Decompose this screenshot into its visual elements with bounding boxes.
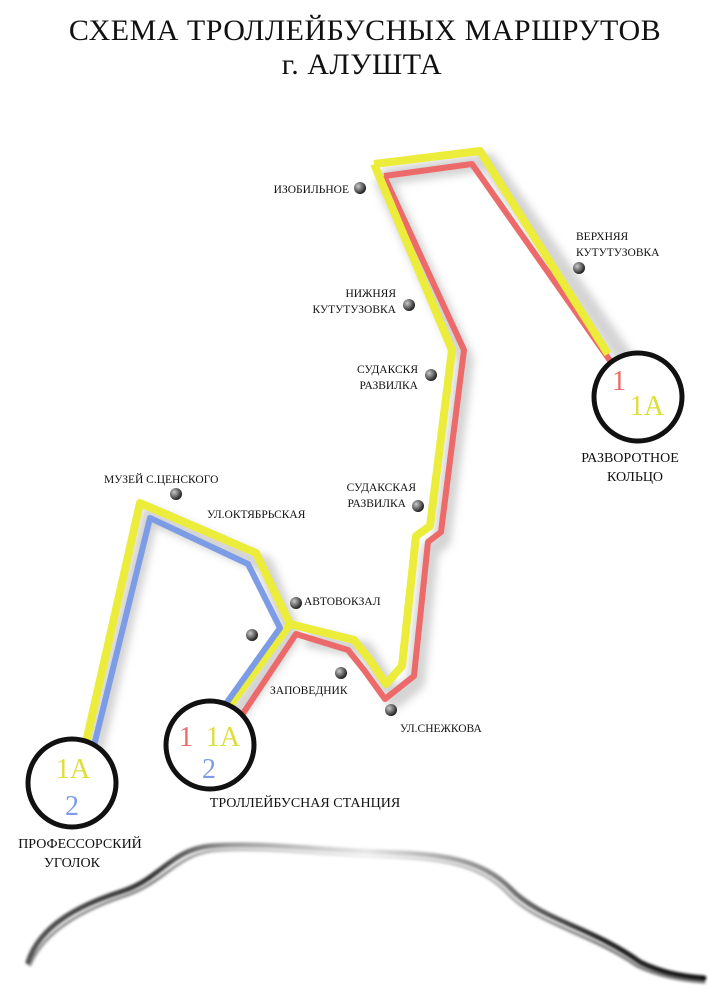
terminal-station: 1 1А 2 ТРОЛЛЕЙБУСНАЯ СТАНЦИЯ — [163, 698, 400, 811]
map-title-line1: СХЕМА ТРОЛЛЕЙБУСНЫХ МАРШРУТОВ — [69, 14, 661, 47]
map-title-line2: г. АЛУШТА — [282, 48, 442, 81]
route-1a-line — [78, 147, 612, 761]
stop-labels: ИЗОБИЛЬНОЕ ВЕРХНЯЯ КУТУТУЗОВКА НИЖНЯЯ КУ… — [104, 184, 660, 735]
terminal-label-station: ТРОЛЛЕЙБУСНАЯ СТАНЦИЯ — [210, 794, 400, 811]
stop-label-oktyabrskaya: УЛ.ОКТЯБРЬСКАЯ — [207, 509, 306, 521]
route-badge-1: 1 — [612, 366, 626, 397]
stop-label-zapovednik: ЗАПОВЕДНИК — [270, 685, 348, 697]
stop-label-nizhnyaya-2: КУТУТУЗОВКА — [313, 304, 397, 316]
stop-label-sudakskaya-1b: РАЗВИЛКА — [360, 380, 419, 392]
terminal-razvorotnoe: 1 1А РАЗВОРОТНОЕ КОЛЬЦО — [581, 350, 685, 485]
stop-dot — [354, 182, 366, 194]
stop-label-sudakskaya-2a: СУДАКСКАЯ — [347, 482, 417, 494]
stop-dot — [425, 369, 437, 381]
terminal-label-professorsky-2: УГОЛОК — [44, 856, 101, 871]
route-1-line — [237, 161, 628, 720]
stop-label-avtovokzal: АВТОВОКЗАЛ — [304, 596, 381, 608]
route-badge-2: 2 — [65, 791, 79, 822]
route-badge-1a: 1А — [206, 722, 241, 753]
terminal-label-professorsky-1: ПРОФЕССОРСКИЙ — [18, 835, 142, 852]
terminal-label-razvorotnoe-2: КОЛЬЦО — [607, 470, 663, 485]
stop-label-muzey: МУЗЕЙ С.ЦЕНСКОГО — [104, 472, 218, 486]
stop-dot — [412, 500, 424, 512]
stop-label-sudakskaya-1a: СУДАКСКЯ — [357, 364, 418, 376]
route-shadows — [81, 153, 648, 773]
stop-label-verkhnyaya-1: ВЕРХНЯЯ — [576, 231, 629, 243]
stop-dot — [403, 299, 415, 311]
route-badge-1a: 1А — [630, 391, 665, 422]
route-2-line — [87, 515, 283, 763]
route-badge-2: 2 — [202, 754, 216, 785]
stop-label-nizhnyaya-1: НИЖНЯЯ — [345, 288, 396, 300]
stop-dot — [170, 488, 182, 500]
stop-label-verkhnyaya-2: КУТУТУЗОВКА — [576, 247, 660, 259]
stop-dot — [573, 262, 585, 274]
terminal-professorsky: 1А 2 ПРОФЕССОРСКИЙ УГОЛОК — [18, 736, 142, 871]
stop-dot — [246, 629, 258, 641]
route-badge-1: 1 — [179, 722, 193, 753]
stop-label-snezhkova: УЛ.СНЕЖКОВА — [400, 723, 482, 735]
stop-dot — [290, 597, 302, 609]
stop-dot — [385, 704, 397, 716]
stop-label-izobilnoe: ИЗОБИЛЬНОЕ — [274, 184, 349, 196]
stop-label-sudakskaya-2b: РАЗВИЛКА — [348, 498, 407, 510]
coastline — [25, 842, 707, 984]
terminal-label-razvorotnoe-1: РАЗВОРОТНОЕ — [581, 451, 679, 466]
stop-dots — [170, 182, 585, 716]
stop-dot — [335, 667, 347, 679]
route-badge-1a: 1А — [56, 754, 91, 785]
